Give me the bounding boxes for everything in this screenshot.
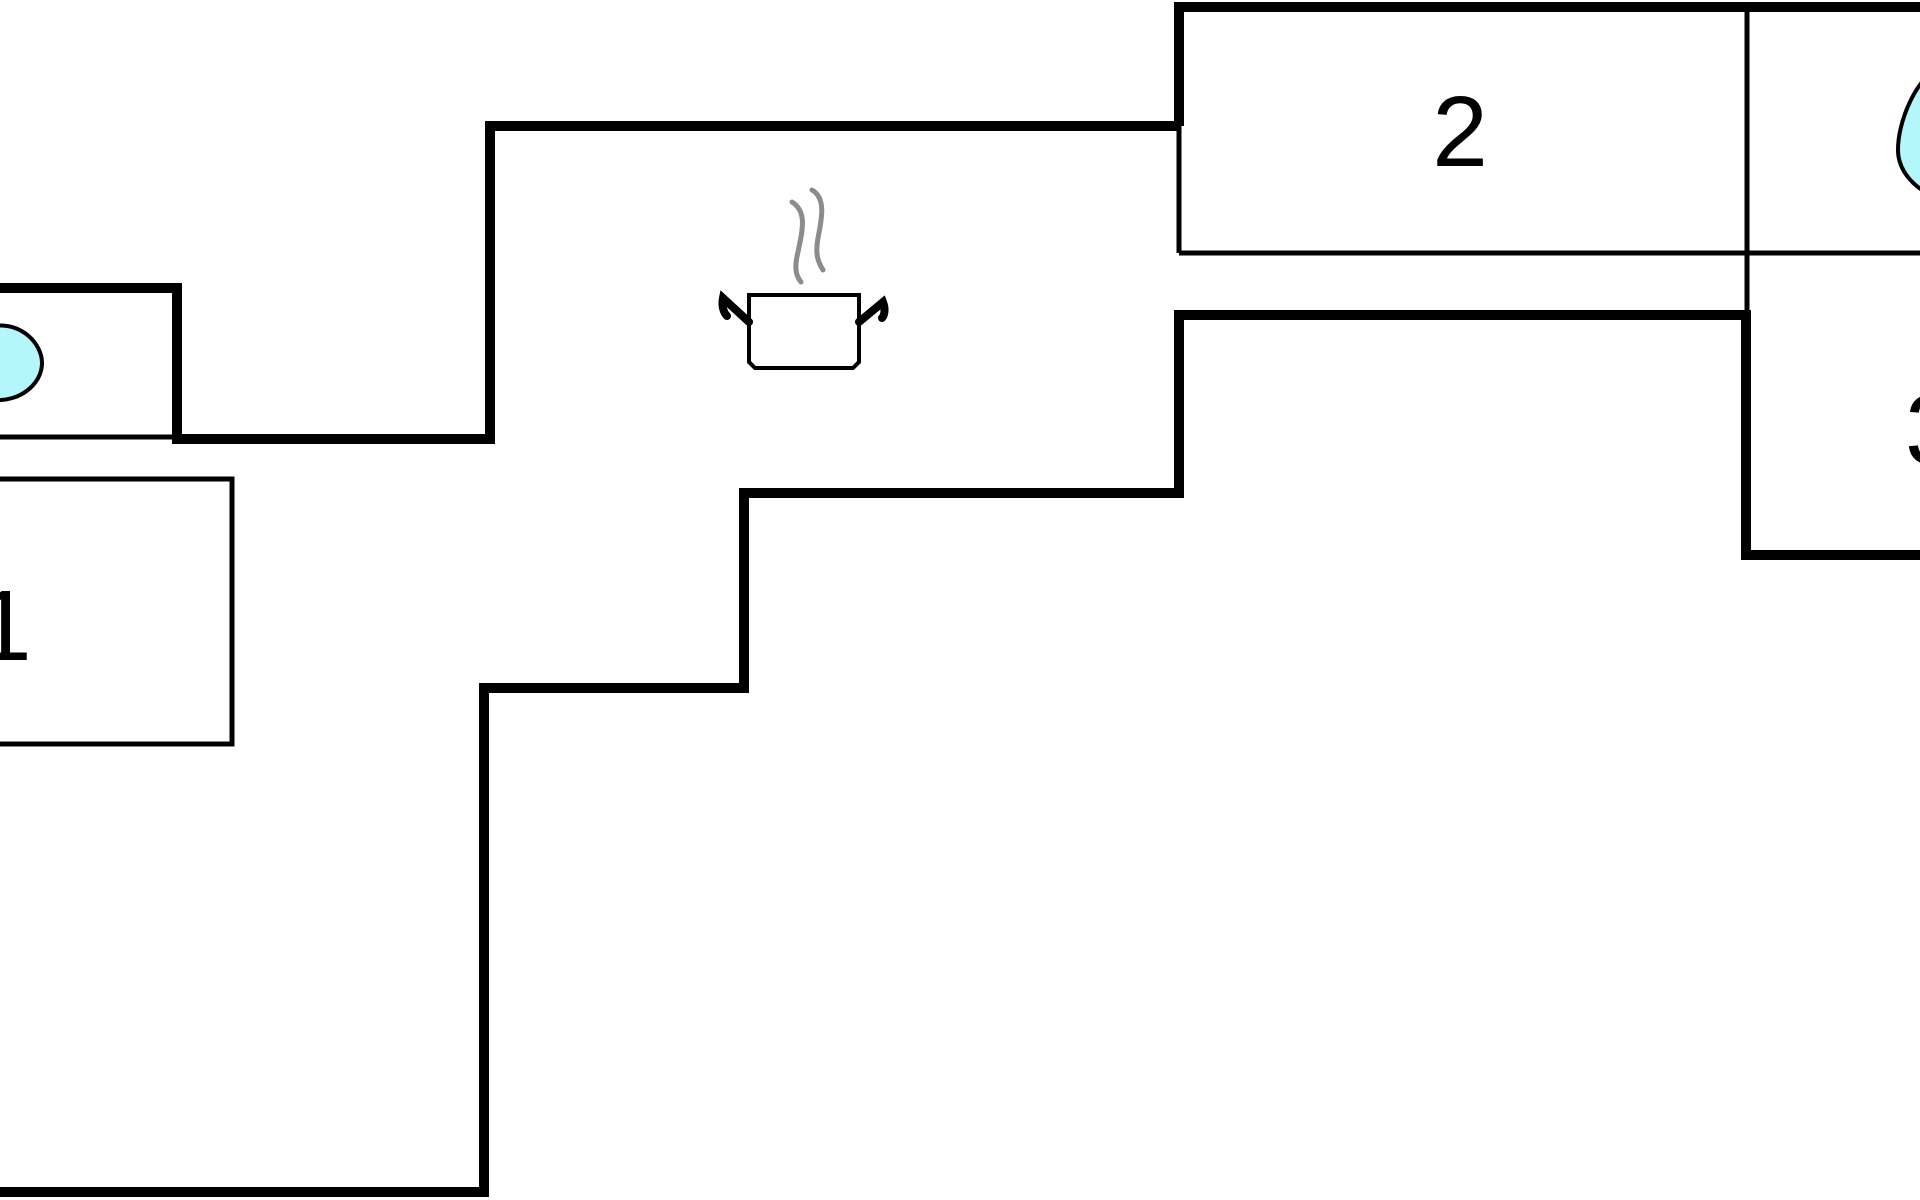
room-2-label: 2 [1432,76,1488,188]
kitchen-upper-wall [0,121,1179,444]
room-3-label: 3 [1905,374,1920,486]
washbasin-icon [1895,81,1920,192]
toilet-icon [0,323,45,402]
room-1-box [0,476,235,747]
room-2-top-wall [1174,2,1920,126]
room-1-label: 1 [0,570,32,682]
hallway-kitchen-wall [0,310,1920,1197]
cooking-pot-icon [718,187,889,370]
